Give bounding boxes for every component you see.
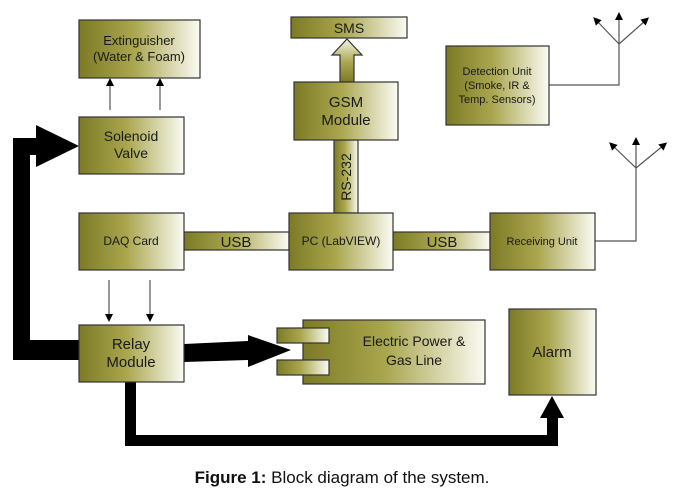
caption-text: Block diagram of the system. <box>266 468 490 487</box>
daq-card-block: DAQ Card <box>78 212 185 271</box>
svg-text:SMS: SMS <box>334 20 364 36</box>
extinguisher-block: Extinguisher (Water & Foam) <box>78 19 201 79</box>
gsm-to-sms-arrow <box>330 38 364 83</box>
receiving-unit-block: Receiving Unit <box>489 212 596 271</box>
svg-text:(Water & Foam): (Water & Foam) <box>93 49 185 64</box>
svg-text:Solenoid: Solenoid <box>104 128 159 144</box>
svg-text:Module: Module <box>106 354 155 371</box>
relay-to-alarm-arrow <box>125 382 564 446</box>
detection-unit-block: Detection Unit (Smoke, IR & Temp. Sensor… <box>445 45 550 126</box>
gsm-module-block: GSM Module <box>293 81 399 141</box>
receiving-antenna-icon <box>595 137 668 242</box>
solenoid-valve-block: Solenoid Valve <box>78 116 185 175</box>
pc-block: PC (LabVIEW) <box>288 212 394 271</box>
rs232-link: RS-232 <box>333 139 359 214</box>
svg-text:Gas Line: Gas Line <box>386 352 442 368</box>
alarm-block: Alarm <box>508 308 597 396</box>
svg-text:Module: Module <box>321 112 370 129</box>
svg-text:DAQ Card: DAQ Card <box>103 234 158 248</box>
svg-text:PC (LabVIEW): PC (LabVIEW) <box>302 234 381 248</box>
caption-label: Figure 1: <box>194 468 267 487</box>
svg-text:Relay: Relay <box>112 336 151 353</box>
usb-link-right: USB <box>392 231 491 251</box>
svg-text:GSM: GSM <box>329 94 363 111</box>
usb-link-left: USB <box>183 231 290 251</box>
svg-text:Extinguisher: Extinguisher <box>103 33 175 48</box>
svg-text:(Smoke, IR &: (Smoke, IR & <box>464 80 530 92</box>
relay-to-solenoid-arrow <box>13 125 79 360</box>
svg-text:Valve: Valve <box>114 145 148 161</box>
svg-text:Electric Power &: Electric Power & <box>363 333 466 349</box>
svg-text:Temp. Sensors): Temp. Sensors) <box>458 94 535 106</box>
detection-antenna-icon <box>549 12 649 86</box>
connector-tab <box>276 359 330 376</box>
figure-caption: Figure 1: Block diagram of the system. <box>0 468 684 488</box>
svg-text:Detection Unit: Detection Unit <box>462 66 531 78</box>
svg-text:Receiving Unit: Receiving Unit <box>507 236 578 248</box>
sms-block: SMS <box>290 16 408 39</box>
svg-text:Alarm: Alarm <box>532 344 571 361</box>
relay-to-power-arrow <box>184 335 291 367</box>
svg-text:USB: USB <box>427 234 458 251</box>
svg-text:RS-232: RS-232 <box>338 153 354 201</box>
connector-tab <box>276 327 330 344</box>
relay-module-block: Relay Module <box>78 324 185 383</box>
electric-power-block: Electric Power & Gas Line <box>276 319 486 385</box>
svg-text:USB: USB <box>221 234 252 251</box>
